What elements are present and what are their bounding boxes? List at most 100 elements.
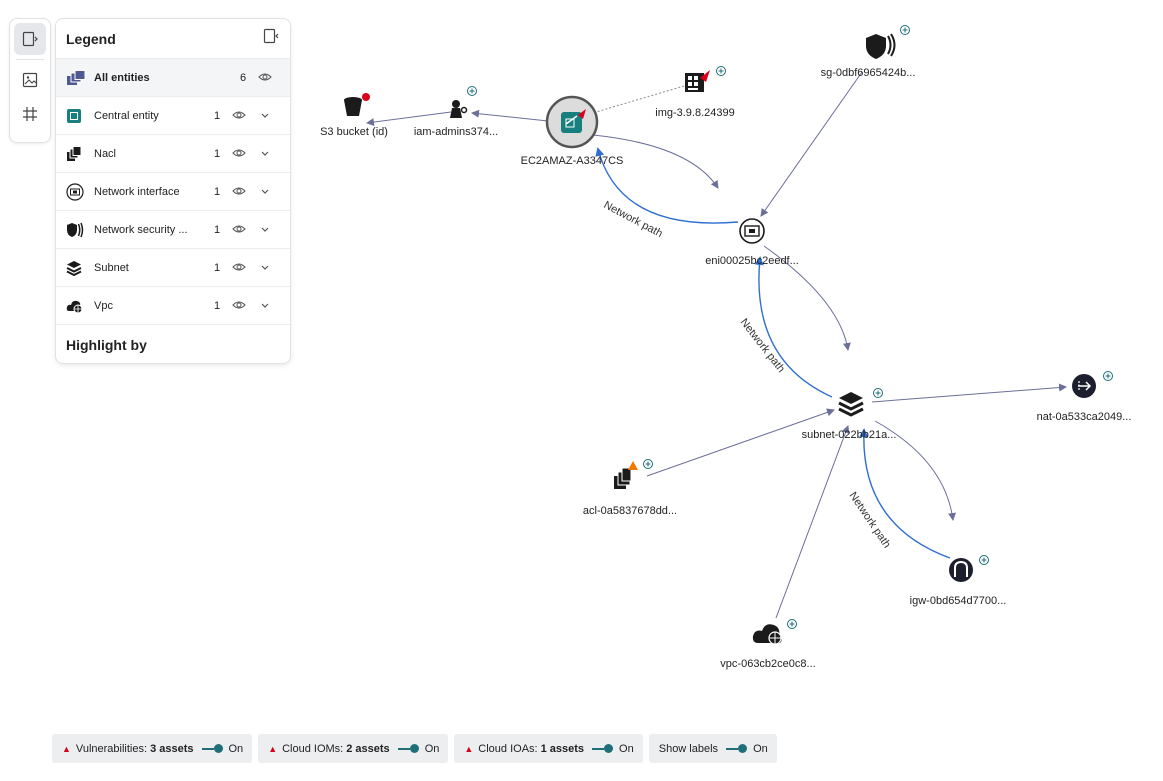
edge-igw-subnet-networkpath[interactable] [859,428,951,559]
legend-row-label: Network interface [94,185,180,198]
visibility-eye-icon[interactable] [232,109,246,124]
node-network-interface[interactable]: eni00025bc2eedf... [705,218,799,267]
legend-row-network-interface[interactable]: Network interface 1 [56,173,290,211]
legend-row-nacl[interactable]: Nacl 1 [56,135,290,173]
visibility-eye-icon[interactable] [232,185,246,200]
node-nat-gateway[interactable]: nat-0a533ca2049... [1037,371,1132,424]
toggle-switch[interactable] [592,744,614,753]
legend-row-vpc[interactable]: Vpc 1 [56,287,290,325]
all-entities-icon [66,69,88,87]
grid-icon [23,107,37,121]
bucket-icon [344,97,362,116]
chevron-down-icon[interactable] [260,149,270,161]
legend-row-subnet[interactable]: Subnet 1 [56,249,290,287]
chip-label: Cloud IOAs: [478,742,538,755]
visibility-eye-icon[interactable] [232,223,246,238]
edge-iam-s3[interactable] [366,111,452,127]
edge-sg-eni[interactable] [760,71,863,217]
edge-label-network-path-3: Network path [847,490,893,550]
node-iam-role[interactable]: iam-admins374... [414,86,498,139]
shield-icon [66,221,88,239]
export-image-button[interactable] [14,64,46,96]
edge-img-ec2[interactable] [595,85,685,113]
node-internet-gateway[interactable]: igw-0bd654d7700... [910,555,1007,608]
node-security-group[interactable]: sg-0dbf6965424b... [821,25,916,80]
chevron-down-icon[interactable] [260,225,270,237]
grid-layout-button[interactable] [14,98,46,130]
cloud-globe-icon [752,624,782,645]
toggle-switch[interactable] [726,744,748,753]
legend-row-label: Subnet [94,261,129,274]
chevron-down-icon[interactable] [260,301,270,313]
expand-plus-icon[interactable] [1103,371,1113,381]
edge-subnet-nat[interactable] [871,383,1067,403]
edge-ec2-eni[interactable] [592,134,719,189]
node-ec2-central-entity[interactable]: EC2AMAZ-A3347CS [521,95,624,167]
alert-badge-icon [700,70,710,82]
alert-badge-icon [362,93,370,101]
panel-expand-icon [22,31,38,47]
toggle-state: On [753,742,768,755]
node-subnet[interactable]: subnet-022bb21a... [802,388,897,442]
legend-row-all-entities[interactable]: All entities 6 [56,59,290,97]
node-label: nat-0a533ca2049... [1037,411,1132,423]
expand-plus-icon[interactable] [787,619,797,629]
expand-plus-icon[interactable] [979,555,989,565]
panel-collapse-icon [263,28,279,44]
central-entity-icon [66,107,88,125]
legend-panel: Legend All entities 6 Central entity [55,18,291,364]
toggle-legend-button[interactable] [14,23,46,55]
visibility-eye-icon[interactable] [258,71,272,86]
vulnerabilities-toggle-chip[interactable]: ▲ Vulnerabilities: 3 assets On [52,734,253,763]
legend-title: Legend [66,30,116,47]
legend-row-label: All entities [94,71,150,84]
legend-row-network-security[interactable]: Network security ... 1 [56,211,290,249]
node-label: S3 bucket (id) [320,126,388,138]
edge-subnet-igw[interactable] [874,420,957,521]
legend-row-count: 1 [213,185,221,198]
expand-plus-icon[interactable] [716,66,726,76]
node-vpc[interactable]: vpc-063cb2ce0c8... [720,619,816,671]
node-s3-bucket[interactable]: S3 bucket (id) [320,93,388,138]
edge-vpc-subnet[interactable] [775,425,850,619]
chevron-down-icon[interactable] [260,111,270,123]
expand-plus-icon[interactable] [873,388,883,398]
cloud-ioas-toggle-chip[interactable]: ▲ Cloud IOAs: 1 assets On [454,734,643,763]
show-labels-toggle-chip[interactable]: Show labels On [648,734,777,763]
legend-header: Legend [56,19,290,59]
cloud-ioms-toggle-chip[interactable]: ▲ Cloud IOMs: 2 assets On [258,734,449,763]
node-image[interactable]: img-3.9.8.24399 [655,66,735,120]
edge-eni-subnet[interactable] [763,245,851,351]
edge-eni-ec2-networkpath[interactable] [595,147,739,224]
legend-row-central-entity[interactable]: Central entity 1 [56,97,290,135]
nacl-icon [66,145,88,163]
nacl-icon [614,467,632,489]
edge-acl-subnet[interactable] [646,408,835,477]
toggle-switch[interactable] [201,744,223,753]
highlight-by-section[interactable]: Highlight by [66,337,147,353]
expand-plus-icon[interactable] [643,459,653,469]
node-nacl[interactable]: acl-0a5837678dd... [583,459,677,518]
toggle-state: On [424,742,440,755]
alert-triangle-icon: ▲ [62,743,71,754]
node-label: acl-0a5837678dd... [583,505,677,517]
visibility-eye-icon[interactable] [232,261,246,276]
toggle-state: On [619,742,634,755]
node-label: iam-admins374... [414,126,498,138]
legend-row-count: 1 [213,109,221,122]
expand-plus-icon[interactable] [467,86,477,96]
legend-row-count: 1 [213,299,221,312]
toggle-switch[interactable] [397,744,419,753]
legend-row-label: Central entity [94,109,159,122]
collapse-legend-button[interactable] [262,27,280,50]
chevron-down-icon[interactable] [260,187,270,199]
edge-ec2-iam[interactable] [471,109,549,122]
node-label: eni00025bc2eedf... [705,255,799,267]
chevron-down-icon[interactable] [260,263,270,275]
visibility-eye-icon[interactable] [232,299,246,314]
expand-plus-icon[interactable] [900,25,910,35]
chip-count: 2 assets [346,742,390,755]
edge-subnet-eni-networkpath[interactable] [754,256,833,398]
visibility-eye-icon[interactable] [232,147,246,162]
